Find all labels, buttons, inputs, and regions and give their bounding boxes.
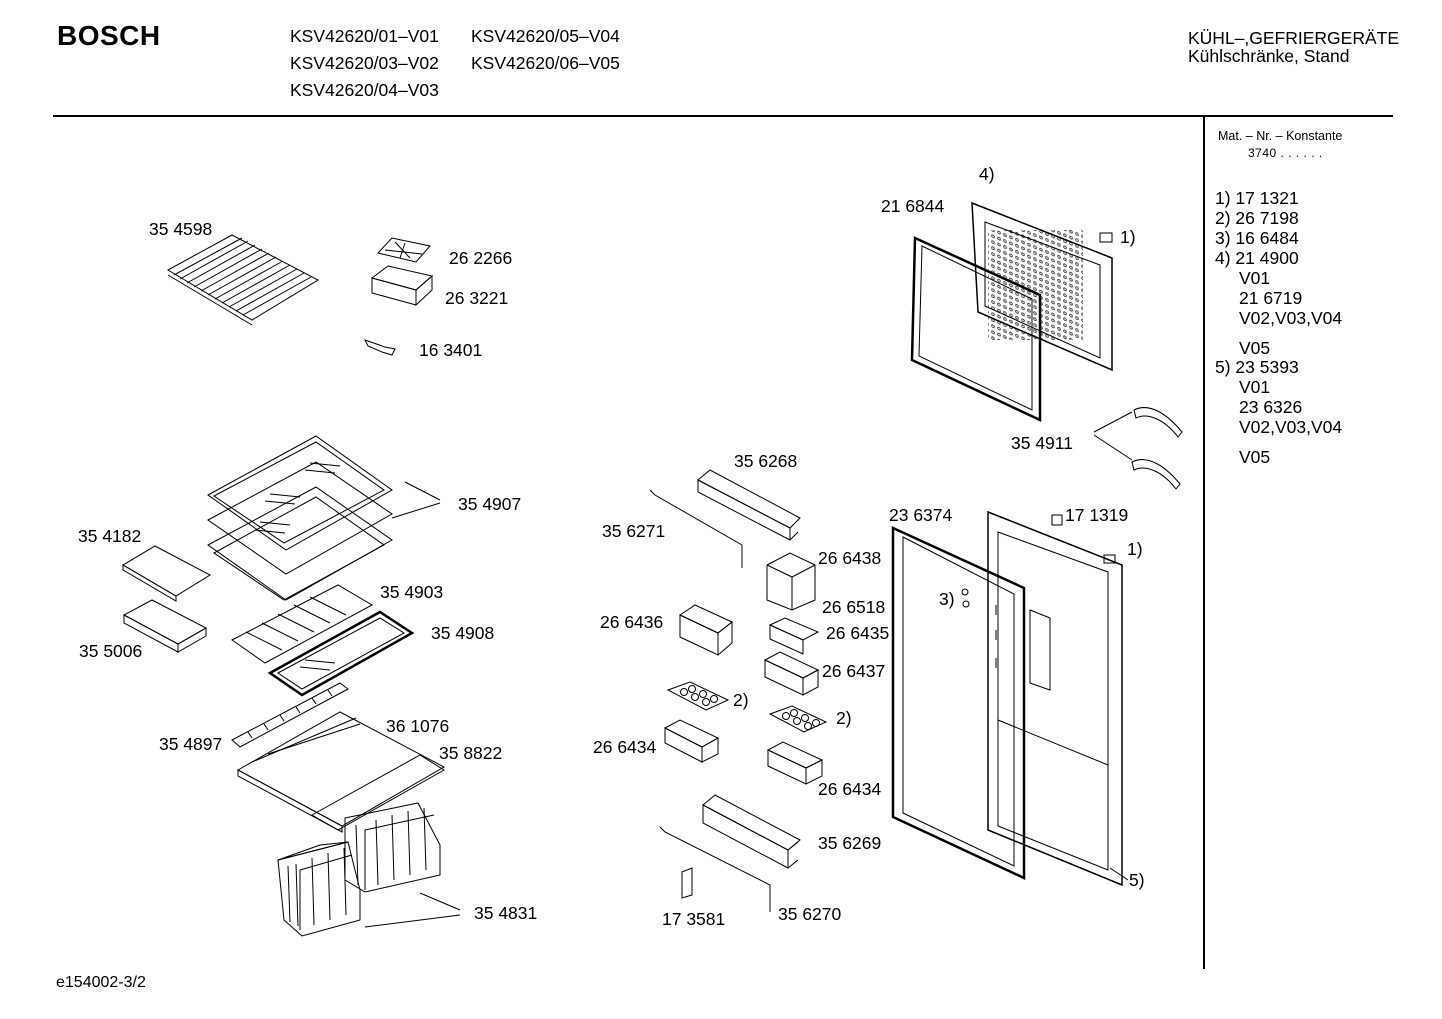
door-box (680, 605, 732, 655)
sidebar-divider (1203, 117, 1205, 969)
legend-item: 2) 26 7198 (1215, 208, 1299, 228)
brand-logo: BOSCH (57, 20, 161, 51)
door-box (665, 720, 822, 784)
part-number: 35 6268 (734, 451, 798, 471)
crisper-drawer-right (345, 803, 460, 927)
hinge-cap (1052, 233, 1115, 563)
part-number: 35 6271 (602, 521, 666, 541)
legend-item: 21 6719 (1239, 288, 1303, 308)
legend-item: V01 (1239, 268, 1271, 288)
callout: 2) (836, 708, 852, 728)
header-divider (53, 115, 1393, 117)
door-bin-top (650, 470, 800, 568)
part-number: 26 2266 (449, 248, 513, 268)
door-bin-bottom (660, 795, 800, 912)
glass-shelf-stack (208, 436, 440, 600)
part-number: 26 6518 (822, 597, 886, 617)
legend-item: 5) 23 5393 (1215, 357, 1299, 377)
part-number: 16 3401 (419, 340, 483, 360)
part-number: 26 6434 (593, 737, 657, 757)
category-title: KÜHL–,GEFRIERGERÄTE (1188, 28, 1400, 48)
part-number: 35 4831 (474, 903, 538, 923)
part-number: 35 4911 (1011, 433, 1073, 453)
callout: 3) (939, 589, 955, 609)
fridge-door (893, 512, 1128, 885)
air-vent-strip (232, 683, 348, 747)
model-number: KSV42620/06–V05 (471, 53, 620, 73)
small-tray (124, 600, 206, 652)
part-number: 26 6437 (822, 661, 886, 681)
door-handle (1132, 408, 1182, 489)
legend-item: V02,V03,V04 (1239, 417, 1343, 437)
model-number: KSV42620/05–V04 (471, 26, 620, 46)
door-seal-marker (962, 589, 969, 607)
legend-item: 1) 17 1321 (1215, 188, 1299, 208)
part-number: 35 4908 (431, 623, 495, 643)
part-number: 35 4182 (78, 526, 142, 546)
part-number: 35 6269 (818, 833, 882, 853)
diagram-code: e154002-3/2 (56, 974, 146, 991)
part-number: 35 4897 (159, 734, 223, 754)
part-number: 26 3221 (445, 288, 509, 308)
crisper-shelf (238, 712, 444, 832)
callout: 5) (1129, 870, 1145, 890)
legend-item: 3) 16 6484 (1215, 228, 1299, 248)
part-number: 35 8822 (439, 743, 503, 763)
legend-item: 23 6326 (1239, 397, 1303, 417)
model-number: KSV42620/03–V02 (290, 53, 439, 73)
part-number: 21 6844 (881, 196, 945, 216)
door-box (765, 618, 818, 695)
legend-item: 4) 21 4900 (1215, 248, 1299, 268)
callout: 2) (733, 690, 749, 710)
dairy-compartment (767, 553, 815, 610)
crisper-glass (270, 612, 412, 695)
part-number: 35 4903 (380, 582, 444, 602)
crisper-cover (232, 585, 372, 663)
legend-item: V01 (1239, 377, 1271, 397)
crisper-drawer-left (278, 842, 360, 936)
callout: 1) (1127, 539, 1143, 559)
part-number: 35 6270 (778, 904, 842, 924)
egg-tray (668, 682, 826, 732)
part-number: 17 3581 (662, 909, 726, 929)
part-number: 26 6434 (818, 779, 882, 799)
mat-nr-label: Mat. – Nr. – Konstante (1218, 129, 1343, 143)
part-number: 35 4907 (458, 494, 522, 514)
wire-shelf (168, 235, 318, 325)
part-number: 23 6374 (889, 505, 953, 525)
model-number: KSV42620/04–V03 (290, 80, 439, 100)
legend-item: V05 (1239, 447, 1271, 467)
ice-box (372, 266, 432, 305)
callout: 4) (979, 164, 995, 184)
model-number: KSV42620/01–V01 (290, 26, 439, 46)
part-number: 26 6438 (818, 548, 882, 568)
konstante-value: 3740 . . . . . . (1248, 146, 1323, 160)
category-subtitle: Kühlschränke, Stand (1188, 46, 1350, 66)
legend-item: V02,V03,V04 (1239, 308, 1343, 328)
part-number: 36 1076 (386, 716, 450, 736)
exploded-view-drawing (0, 0, 1200, 1000)
part-number: 26 6435 (826, 623, 890, 643)
part-number: 17 1319 (1065, 505, 1129, 525)
small-shelf (123, 546, 210, 601)
part-number: 35 5006 (79, 641, 143, 661)
freezer-door (912, 203, 1132, 460)
legend-item: V05 (1239, 338, 1271, 358)
scraper (365, 340, 395, 355)
callout: 1) (1120, 227, 1136, 247)
part-number: 35 4598 (149, 219, 213, 239)
part-number: 26 6436 (600, 612, 664, 632)
ice-cube-tray (378, 238, 430, 262)
